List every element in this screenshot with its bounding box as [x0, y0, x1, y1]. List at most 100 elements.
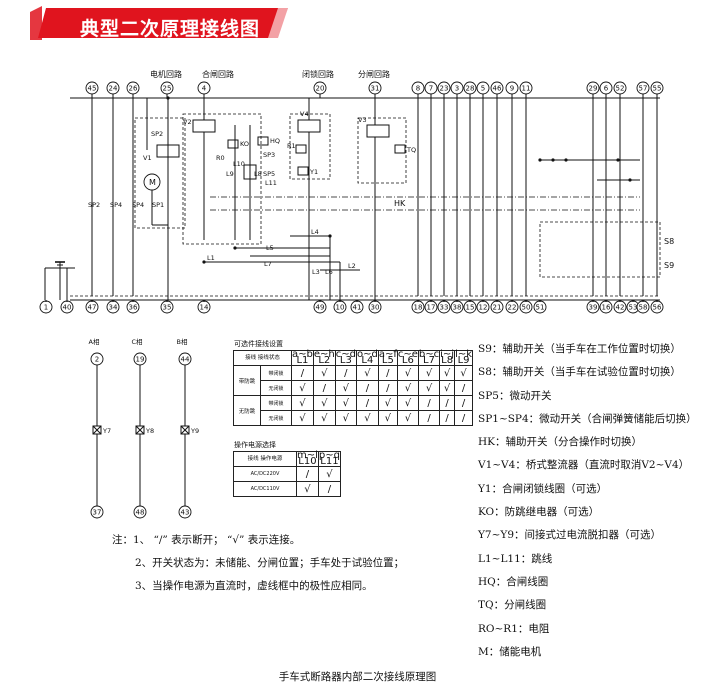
bottom-terminal: 40: [60, 300, 74, 314]
v1-label: V1: [143, 154, 152, 162]
legend-item: L1~L11：跳线: [478, 552, 553, 565]
switch-table-cell: √: [396, 395, 419, 411]
svg-text:41: 41: [353, 304, 362, 312]
top-terminal: 57: [636, 81, 650, 95]
switch-table-cell: √: [439, 380, 456, 396]
top-terminal: 45: [85, 81, 99, 95]
switch-table-group: 无防跳: [233, 395, 261, 426]
svg-text:31: 31: [371, 85, 380, 93]
legend-item: S9：辅助开关（当手车在工作位置时切换）: [478, 343, 681, 355]
svg-text:A相: A相: [89, 337, 100, 346]
top-terminal: 23: [437, 81, 451, 95]
bottom-terminal: 10: [333, 300, 347, 314]
switch-table-row: 无闭锁√/√//√√√/: [234, 380, 474, 396]
switch-table-cell: /: [377, 365, 398, 381]
top-terminal: 7: [424, 81, 438, 95]
bottom-terminal: 34: [106, 300, 120, 314]
power-table-cell: √: [317, 466, 341, 482]
top-terminal: 46: [490, 81, 504, 95]
wiring-network: [44, 97, 661, 301]
svg-text:17: 17: [427, 304, 436, 312]
switch-table-row-label: 带闭锁: [260, 395, 292, 411]
switch-table-cell: √: [417, 365, 441, 381]
switch-table-cell: √: [291, 380, 314, 396]
svg-text:18: 18: [414, 304, 423, 312]
svg-text:49: 49: [316, 304, 325, 312]
switch-table-cell: √: [439, 365, 456, 381]
bottom-terminal: 33: [437, 300, 451, 314]
svg-text:Y8: Y8: [145, 427, 154, 435]
svg-text:28: 28: [466, 85, 475, 93]
svg-text:56: 56: [653, 304, 662, 312]
switch-table-cell: √: [417, 380, 441, 396]
power-table-row: AC/DC220V/√: [233, 466, 341, 482]
notes: 注：1、 “/” 表示断开； “√” 表示连接。 2、开关状态为：未储能、分闸位…: [112, 529, 404, 598]
top-terminal: 8: [411, 81, 425, 95]
svg-text:45: 45: [88, 85, 97, 93]
switch-table-cell: √: [396, 365, 419, 381]
svg-text:23: 23: [440, 85, 449, 93]
legend-item: S8：辅助开关（当手车在试验位置时切换）: [478, 366, 681, 379]
top-terminal: 4: [197, 81, 211, 95]
bottom-terminal: 1: [39, 300, 53, 314]
bottom-terminal: 50: [519, 300, 533, 314]
power-table-title: 操作电源选择: [234, 441, 276, 449]
top-terminal: 6: [599, 81, 613, 95]
svg-text:48: 48: [136, 509, 145, 517]
svg-text:57: 57: [639, 85, 648, 93]
svg-text:15: 15: [466, 304, 475, 312]
bottom-terminal: 49: [313, 300, 327, 314]
top-terminal: 29: [586, 81, 600, 95]
svg-text:7: 7: [429, 85, 433, 93]
link-l8: L8: [254, 170, 262, 178]
power-table-row-label: AC/DC220V: [233, 466, 297, 482]
bottom-terminal: 58: [636, 300, 650, 314]
switch-table-cell: /: [439, 395, 456, 411]
svg-text:50: 50: [522, 304, 531, 312]
bottom-terminal: 35: [160, 300, 174, 314]
switch-table-cell: √: [355, 365, 379, 381]
link-l7: L7: [264, 260, 272, 268]
bottom-terminal: 21: [490, 300, 504, 314]
switch-table-cell: /: [454, 380, 474, 396]
sp4-label: SP4: [110, 201, 122, 209]
link-l5: L5: [266, 244, 274, 252]
svg-text:37: 37: [93, 509, 102, 517]
link-l2: L2: [348, 262, 356, 270]
bottom-terminal: 12: [476, 300, 490, 314]
v4-label: V4: [300, 110, 309, 118]
link-l10: L10: [233, 160, 245, 168]
power-table-cell: √: [296, 481, 319, 497]
v3-label: V3: [358, 116, 367, 124]
switch-table-row-label: 带闭锁: [260, 365, 292, 381]
svg-text:16: 16: [602, 304, 611, 312]
svg-text:2: 2: [95, 356, 99, 364]
node-dots: [166, 96, 632, 264]
svg-text:58: 58: [639, 304, 648, 312]
svg-text:4: 4: [202, 85, 207, 93]
svg-text:38: 38: [453, 304, 462, 312]
switch-table-cell: √: [334, 395, 357, 411]
svg-text:Y9: Y9: [190, 427, 199, 435]
svg-text:19: 19: [136, 356, 145, 364]
svg-text:1: 1: [44, 304, 48, 312]
svg-text:24: 24: [109, 85, 118, 93]
note-line-3: 3、当操作电源为直流时，虚线框中的极性应相同。: [135, 580, 373, 592]
sp5-label: SP5: [263, 170, 275, 178]
bottom-terminal: 14: [197, 300, 211, 314]
switch-table-cell: /: [355, 380, 379, 396]
svg-text:35: 35: [163, 304, 172, 312]
svg-text:5: 5: [481, 85, 485, 93]
top-terminal: 5: [476, 81, 490, 95]
bottom-terminal: 17: [424, 300, 438, 314]
r1-label: R1: [287, 142, 296, 150]
top-terminal: 31: [368, 81, 382, 95]
top-terminal: 11: [519, 81, 533, 95]
top-terminal: 28: [463, 81, 477, 95]
